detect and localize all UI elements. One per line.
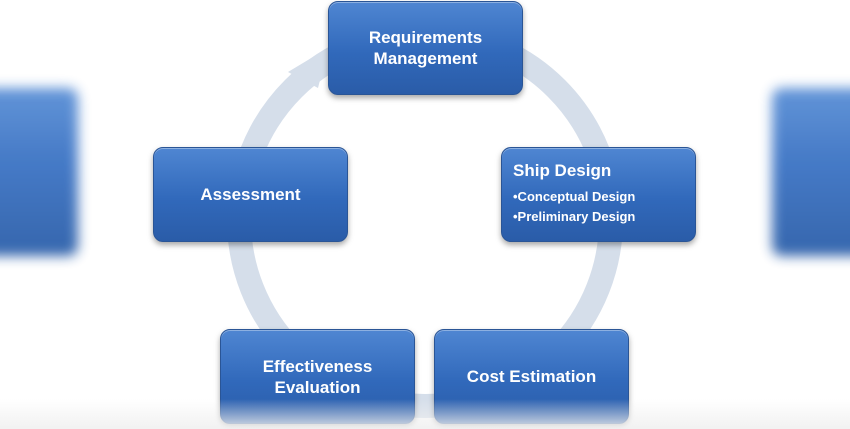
node-title: Ship Design <box>513 161 612 180</box>
node-label-line: Cost Estimation <box>466 367 597 386</box>
node-label-line: Assessment <box>200 185 301 204</box>
node-label-line: Evaluation <box>274 377 361 397</box>
node-bullet: •Conceptual Design <box>513 189 636 204</box>
node-effectiveness-evaluation[interactable]: Effectiveness Evaluation <box>220 329 415 424</box>
node-label-line: Management <box>373 49 478 68</box>
node-label-line: Requirements <box>368 28 483 47</box>
left-side-panel <box>0 88 78 256</box>
cycle-arrowhead-icon <box>288 48 328 88</box>
node-bullet: •Preliminary Design <box>513 209 636 224</box>
right-side-panel <box>772 88 850 256</box>
node-requirements-management[interactable]: Requirements Management <box>328 1 523 95</box>
node-ship-design[interactable]: Ship Design •Conceptual Design •Prelimin… <box>501 147 696 242</box>
node-assessment[interactable]: Assessment <box>153 147 348 242</box>
node-cost-estimation[interactable]: Cost Estimation <box>434 329 629 424</box>
node-label-line: Effectiveness <box>262 356 373 376</box>
